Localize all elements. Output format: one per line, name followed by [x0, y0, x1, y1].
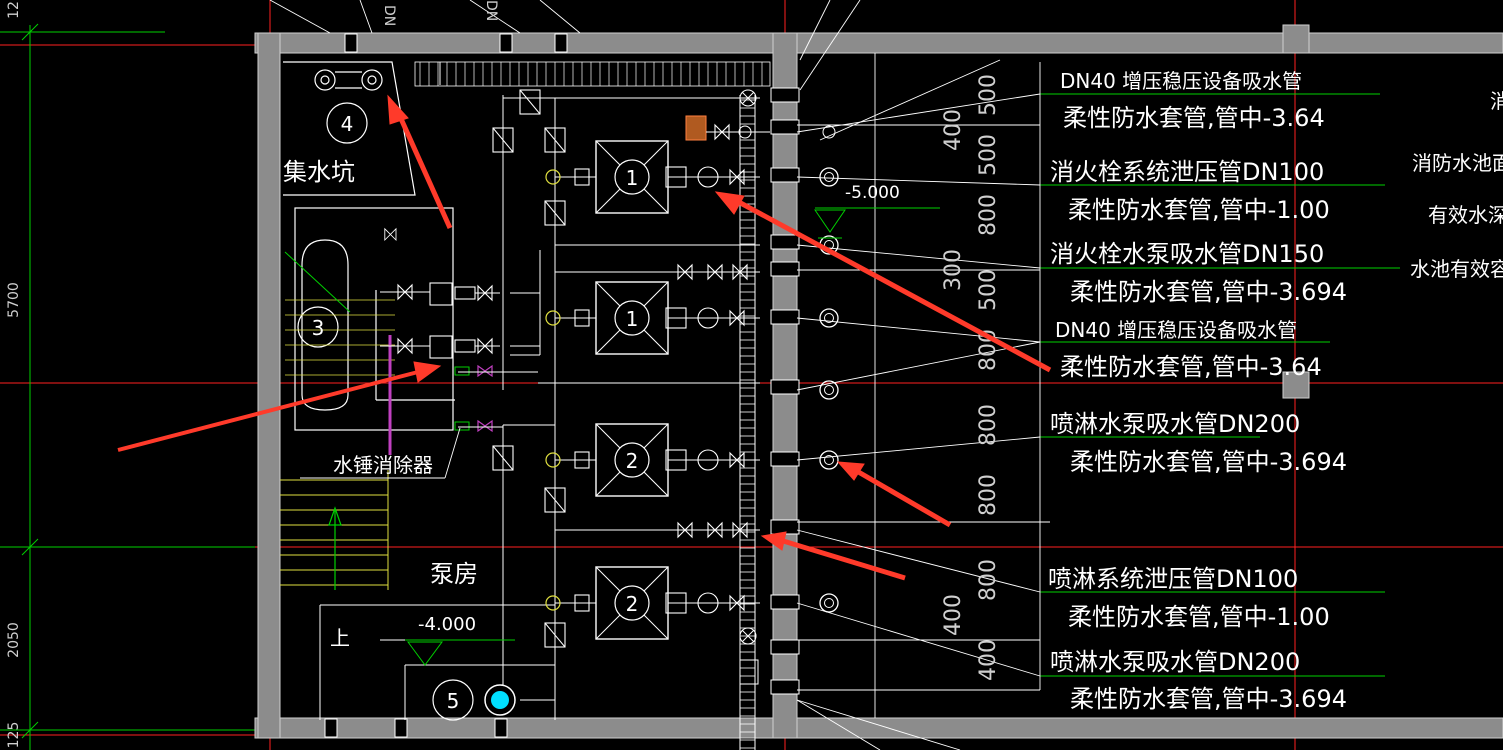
pipe-label-2-sub: 柔性防水套管,管中-1.00 [1068, 196, 1330, 224]
svg-text:800: 800 [976, 194, 1001, 236]
svg-text:2050: 2050 [6, 622, 22, 658]
pipe-label-6: 喷淋系统泄压管DN100 [1048, 565, 1298, 593]
pipe-label-1-sub: 柔性防水套管,管中-3.64 [1063, 104, 1325, 132]
stabilizer-small-magenta [477, 364, 493, 433]
svg-text:3: 3 [312, 316, 325, 340]
svg-text:4: 4 [341, 112, 354, 136]
pipe-label-1: DN40 增压稳压设备吸水管 [1060, 69, 1302, 93]
pipe-label-4-sub: 柔性防水套管,管中-3.64 [1060, 353, 1322, 381]
svg-text:400: 400 [941, 594, 966, 636]
pump-inlet-yellow [545, 169, 561, 611]
svg-text:2: 2 [626, 449, 639, 473]
pipe-label-4: DN40 增压稳压设备吸水管 [1055, 318, 1297, 342]
pipe-label-7-sub: 柔性防水套管,管中-3.694 [1070, 685, 1347, 713]
svg-text:400: 400 [976, 639, 1001, 681]
annotation-arrows [117, 94, 1052, 581]
pool-notes: 消 消防水池面 有效水深 水池有效容 [1410, 89, 1503, 281]
svg-text:2: 2 [626, 592, 639, 616]
top-trench [414, 61, 771, 87]
svg-text:800: 800 [976, 404, 1001, 446]
up-label: 上 [330, 626, 350, 650]
check-valves [492, 89, 566, 648]
pressure-tank-hatch [285, 299, 395, 376]
dimension-right: 500 400 500 800 300 500 800 800 800 800 … [941, 74, 1001, 681]
arrow-1 [387, 94, 453, 230]
equipment-labels: 1 1 2 2 3 4 5 [312, 112, 639, 713]
tank-green-line [284, 251, 351, 313]
pipe-label-3: 消火栓水泵吸水管DN150 [1050, 240, 1324, 268]
stair-arrow [328, 506, 342, 590]
pipe-labels: DN40 增压稳压设备吸水管 柔性防水套管,管中-3.64 消火栓系统泄压管DN… [1048, 69, 1347, 713]
svg-text:800: 800 [976, 559, 1001, 601]
svg-text:水池有效容: 水池有效容 [1410, 257, 1503, 281]
pipe-label-7: 喷淋水泵吸水管DN200 [1050, 648, 1300, 676]
stairs [280, 470, 389, 590]
wall-sleeves [770, 87, 800, 695]
pipe-label-6-sub: 柔性防水套管,管中-1.00 [1068, 603, 1330, 631]
svg-text:消: 消 [1490, 89, 1503, 113]
dimension-left-text: 5700 2050 12 125 [6, 1, 22, 748]
pipe-label-2: 消火栓系统泄压管DN100 [1050, 158, 1324, 186]
svg-text:5700: 5700 [6, 282, 22, 318]
svg-text:1: 1 [626, 307, 639, 331]
wall-openings [324, 33, 568, 738]
pipe-label-3-sub: 柔性防水套管,管中-3.694 [1070, 278, 1347, 306]
svg-text:500: 500 [976, 269, 1001, 311]
trench-hatch [419, 62, 763, 86]
arrow-2 [117, 361, 442, 452]
svg-text:消防水池面: 消防水池面 [1412, 151, 1503, 175]
svg-text:500: 500 [976, 74, 1001, 116]
stabilizer-pump [685, 115, 707, 141]
pump-room-label: 泵房 [430, 560, 478, 588]
sump-label: 集水坑 [283, 158, 355, 186]
svg-text:5: 5 [447, 689, 460, 713]
stabilizer-small [454, 366, 470, 431]
svg-text:300: 300 [941, 249, 966, 291]
svg-text:12: 12 [6, 1, 22, 19]
stabilizer-valves [384, 228, 493, 354]
leader-lines [269, 0, 1050, 750]
dimension-left [0, 23, 1400, 750]
svg-text:500: 500 [976, 134, 1001, 176]
pipe-label-5-sub: 柔性防水套管,管中-3.694 [1070, 448, 1347, 476]
top-cutoff-1: DN [381, 5, 397, 26]
svg-text:有效水深: 有效水深 [1428, 203, 1503, 227]
svg-text:800: 800 [976, 474, 1001, 516]
stabilizer-pump-pipe [706, 125, 770, 139]
floor-elevation: -4.000 [418, 614, 476, 635]
sleeve-circles [819, 125, 839, 613]
drain-box [739, 659, 759, 685]
svg-text:400: 400 [941, 109, 966, 151]
svg-text:125: 125 [6, 722, 22, 749]
pool-elevation-marker [814, 207, 940, 239]
pool-elevation: -5.000 [845, 183, 900, 203]
pump-5-core [491, 691, 509, 709]
pump-pipes [555, 166, 760, 614]
arrow-5 [760, 531, 906, 581]
arrow-3 [714, 191, 1052, 373]
strainer-circles [739, 89, 757, 645]
water-hammer-label: 水锤消除器 [333, 453, 433, 477]
equipment-5-circle [432, 679, 474, 721]
floor-elevation-marker [405, 639, 515, 666]
pipes-main [319, 62, 760, 720]
arrow-4 [836, 461, 952, 528]
top-cutoff-2: DN [483, 0, 499, 21]
pipe-label-5: 喷淋水泵吸水管DN200 [1050, 410, 1300, 438]
svg-text:1: 1 [626, 166, 639, 190]
